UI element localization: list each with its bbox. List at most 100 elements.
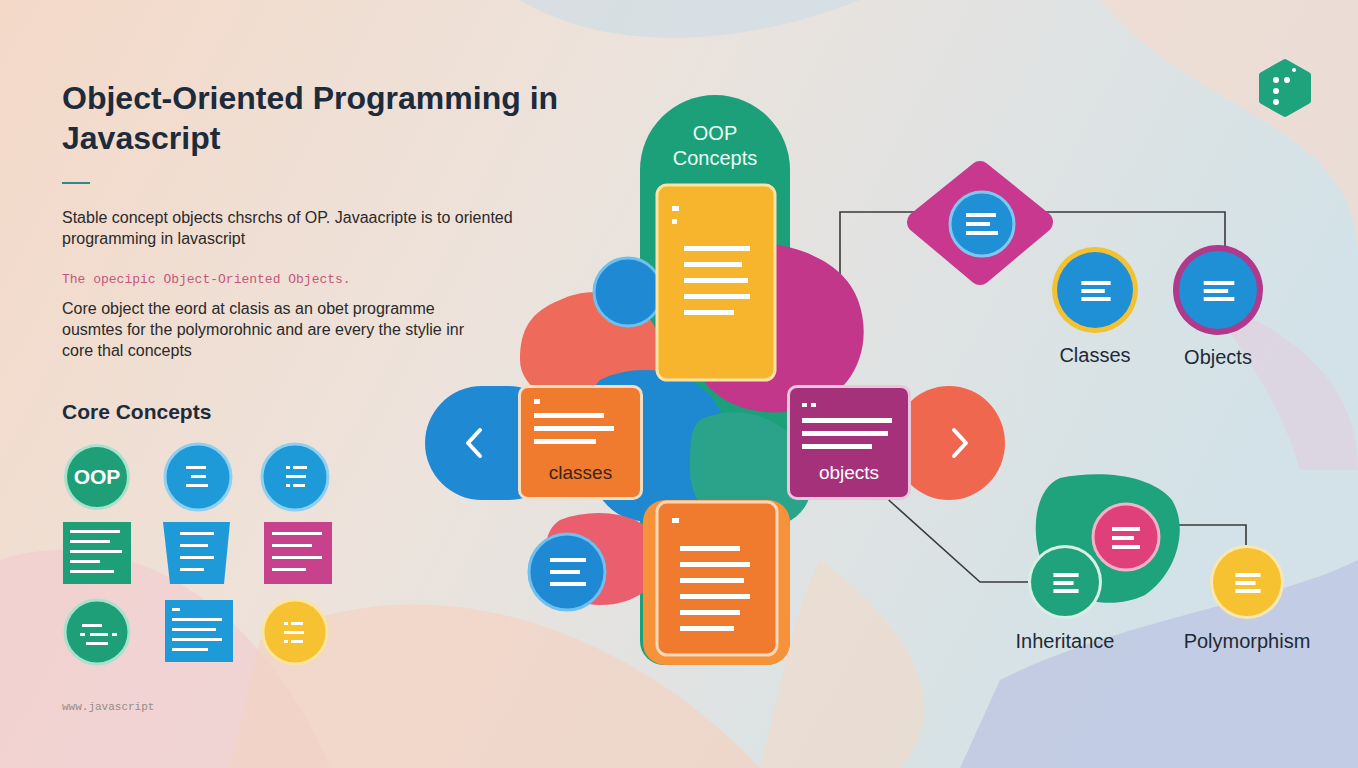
concept-card: objects [787, 385, 911, 500]
body-text: Core object the eord at clasis as an obe… [62, 299, 482, 361]
connector-line [889, 500, 1028, 582]
bar [672, 518, 679, 523]
page-title: Object-Oriented Programming in Javascrip… [62, 78, 582, 158]
bar [1081, 297, 1110, 301]
bar [1235, 581, 1255, 585]
intro-text: Stable concept objects chsrchs of OP. Ja… [62, 208, 547, 250]
icon-bars [186, 466, 208, 487]
dot [1284, 77, 1290, 83]
bar [172, 648, 208, 651]
bar [172, 618, 222, 621]
bar [272, 568, 306, 571]
dot [1292, 68, 1296, 72]
chevron-right [954, 430, 966, 456]
bar [291, 640, 303, 643]
nav-pill [425, 386, 565, 500]
bar [172, 638, 222, 641]
bar [550, 558, 586, 562]
leader-line [1160, 525, 1246, 545]
icon-bars [172, 608, 222, 651]
bar [684, 278, 748, 283]
icon-bars [80, 624, 117, 645]
icon-bars [70, 530, 122, 573]
icon-circle [65, 600, 129, 664]
blue-circle [529, 534, 605, 610]
dot [1273, 88, 1279, 94]
bar [70, 550, 122, 553]
bg-blob [520, 0, 860, 38]
nav-pill [893, 386, 1005, 500]
circle-ring [1210, 545, 1284, 619]
bar [180, 532, 214, 535]
bar [1053, 573, 1078, 577]
circle-fill [1057, 252, 1133, 328]
green-blob [1036, 474, 1180, 602]
circle-ring [1173, 245, 1263, 335]
bar [172, 628, 216, 631]
bar [291, 622, 303, 625]
bar [1112, 536, 1134, 540]
bar [186, 484, 208, 487]
bar [1204, 281, 1235, 285]
bar [1204, 297, 1235, 301]
bar [284, 622, 288, 625]
bar [286, 475, 306, 478]
bar [680, 578, 744, 583]
bar [293, 484, 305, 487]
yellow-card [657, 185, 775, 380]
bar [86, 642, 108, 645]
bar [180, 556, 214, 559]
circle-outline [1173, 245, 1263, 335]
bar [534, 413, 604, 418]
bar [1053, 589, 1078, 593]
bar [684, 310, 734, 315]
bar [1081, 281, 1110, 285]
bar [680, 594, 750, 599]
circle-ring [1028, 545, 1102, 619]
bar [70, 570, 114, 573]
bar [70, 560, 100, 563]
icon-bars [286, 466, 307, 487]
icon-bars [966, 213, 998, 235]
bar [272, 532, 322, 535]
node-label: Classes [1059, 343, 1130, 368]
bar [180, 568, 204, 571]
card-bars [534, 399, 892, 449]
icon-circle [263, 600, 327, 664]
node-text: OOP Concepts [663, 121, 767, 171]
concept-circle: Inheritance [1028, 545, 1102, 619]
bar [802, 403, 807, 407]
node-text: OOP [64, 464, 130, 490]
bar [293, 466, 307, 469]
leader-line [840, 212, 915, 300]
section-heading: Core Concepts [62, 399, 362, 424]
icon-square [165, 600, 233, 662]
bar [672, 219, 677, 224]
bar [811, 403, 816, 407]
icon-bars [1112, 527, 1140, 549]
bar [684, 246, 750, 251]
concept-circle: Polymorphism [1210, 545, 1284, 619]
bar [680, 610, 740, 615]
node-label: Inheritance [1016, 629, 1115, 654]
bar [180, 544, 208, 547]
concept-circle: Objects [1173, 245, 1263, 335]
icon-trapezoid [163, 522, 230, 584]
bar [680, 626, 734, 631]
leader-line [1045, 212, 1225, 247]
bar [1204, 289, 1228, 293]
bar [680, 562, 750, 567]
bar [1112, 545, 1140, 549]
icon-square [63, 522, 131, 584]
bar [966, 222, 990, 226]
icon-bars [550, 558, 586, 586]
logo [1262, 62, 1308, 114]
bar [70, 530, 120, 533]
node-label: Objects [1184, 345, 1252, 370]
icon-square [264, 522, 332, 584]
bar [534, 439, 596, 444]
circle-outline [1028, 545, 1102, 619]
